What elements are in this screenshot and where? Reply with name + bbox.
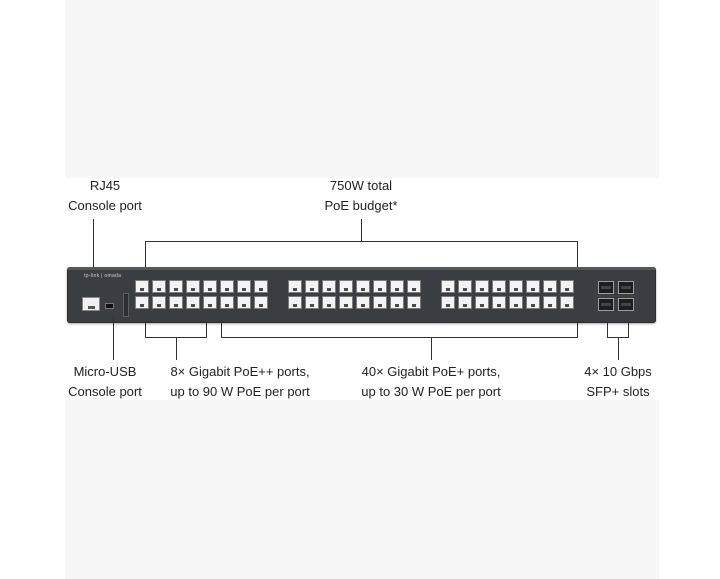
rj45-port: [475, 280, 489, 293]
rj45-port: [169, 280, 183, 293]
rj45-port: [509, 296, 523, 309]
rj45-port: [526, 280, 540, 293]
poe-budget-line1: 750W total: [324, 176, 397, 196]
rj45-port: [407, 280, 421, 293]
rj45-port: [305, 296, 319, 309]
poep-label-line2: up to 30 W PoE per port: [361, 382, 500, 402]
poepp-label-line2: up to 90 W PoE per port: [170, 382, 309, 402]
poep-bracket-right: [577, 323, 578, 338]
rj45-port: [441, 296, 455, 309]
rj45-port: [152, 296, 166, 309]
rj45-port: [186, 280, 200, 293]
rj45-port: [373, 296, 387, 309]
micro-usb-console-label: Micro-USB Console port: [68, 362, 142, 402]
rj45-port: [560, 296, 574, 309]
rj45-port: [492, 280, 506, 293]
rj45-callout-line: [93, 219, 94, 271]
rj45-console-label: RJ45 Console port: [68, 176, 142, 216]
rj45-port: [254, 280, 268, 293]
rj45-port: [220, 296, 234, 309]
sfp-plus-slot: [598, 281, 614, 294]
sfp-plus-slots: [598, 281, 634, 311]
sfp-plus-slot: [618, 281, 634, 294]
rj45-port: [560, 280, 574, 293]
led-panel: [123, 293, 129, 317]
poepp-ports-label: 8× Gigabit PoE++ ports, up to 90 W PoE p…: [170, 362, 309, 402]
port-group-2: [288, 280, 421, 309]
sfp-slots-label: 4× 10 Gbps SFP+ slots: [584, 362, 652, 402]
rj45-port: [543, 280, 557, 293]
rj45-port: [407, 296, 421, 309]
rj45-port: [373, 280, 387, 293]
port-number-marks: [127, 271, 587, 277]
rj45-port: [203, 280, 217, 293]
port-group-3: [441, 280, 574, 309]
rj45-port: [339, 296, 353, 309]
rj45-port: [492, 296, 506, 309]
rj45-port: [152, 280, 166, 293]
rj45-port: [356, 296, 370, 309]
poepp-bracket-right: [206, 323, 207, 338]
rj45-port: [458, 280, 472, 293]
poepp-bracket-left: [145, 323, 146, 338]
rj45-port: [441, 280, 455, 293]
usb-callout-line: [113, 316, 114, 360]
rj45-port: [220, 280, 234, 293]
rj45-port: [526, 296, 540, 309]
sfp-plus-slot: [618, 298, 634, 311]
rj45-port: [509, 280, 523, 293]
rj45-port: [135, 280, 149, 293]
poep-bracket: [221, 337, 578, 338]
usb-label-line1: Micro-USB: [68, 362, 142, 382]
background-bottom: [65, 400, 659, 579]
rj45-port: [254, 296, 268, 309]
port-group-1: [135, 280, 268, 309]
sfp-bracket-left: [607, 323, 608, 338]
poep-ports-label: 40× Gigabit PoE+ ports, up to 30 W PoE p…: [361, 362, 500, 402]
sfp-label-line2: SFP+ slots: [584, 382, 652, 402]
rj45-port: [203, 296, 217, 309]
poep-label-line1: 40× Gigabit PoE+ ports,: [361, 362, 500, 382]
sfp-callout-stem: [618, 337, 619, 360]
rj45-port: [339, 280, 353, 293]
poep-bracket-left: [221, 323, 222, 338]
rj45-console-port: [82, 297, 100, 311]
switch-chassis: tp-link | omada: [67, 267, 656, 323]
background-top: [65, 0, 659, 178]
rj45-port: [237, 296, 251, 309]
rj45-port: [390, 280, 404, 293]
chassis-top-edge: [67, 267, 656, 270]
rj45-port: [458, 296, 472, 309]
rj45-port: [390, 296, 404, 309]
poe-budget-line2: PoE budget*: [324, 196, 397, 216]
sfp-bracket-right: [628, 323, 629, 338]
poe-budget-bracket: [145, 241, 578, 242]
poe-budget-callout-stem: [361, 219, 362, 241]
rj45-label-line2: Console port: [68, 196, 142, 216]
brand-logo: tp-link | omada: [84, 273, 121, 279]
poepp-callout-stem: [176, 337, 177, 360]
micro-usb-console-port: [105, 303, 114, 309]
sfp-label-line1: 4× 10 Gbps: [584, 362, 652, 382]
rj45-port: [237, 280, 251, 293]
poepp-label-line1: 8× Gigabit PoE++ ports,: [170, 362, 309, 382]
rj45-port: [186, 296, 200, 309]
rj45-port: [305, 280, 319, 293]
poe-budget-label: 750W total PoE budget*: [324, 176, 397, 216]
rj45-port: [135, 296, 149, 309]
rj45-port: [322, 280, 336, 293]
rj45-port: [169, 296, 183, 309]
rj45-label-line1: RJ45: [68, 176, 142, 196]
sfp-plus-slot: [598, 298, 614, 311]
poep-callout-stem: [431, 337, 432, 360]
rj45-port: [356, 280, 370, 293]
rj45-port: [322, 296, 336, 309]
poe-budget-bracket-right: [577, 241, 578, 267]
rj45-port: [543, 296, 557, 309]
poe-budget-bracket-left: [145, 241, 146, 267]
usb-label-line2: Console port: [68, 382, 142, 402]
rj45-port: [475, 296, 489, 309]
rj45-port: [288, 280, 302, 293]
rj45-port: [288, 296, 302, 309]
